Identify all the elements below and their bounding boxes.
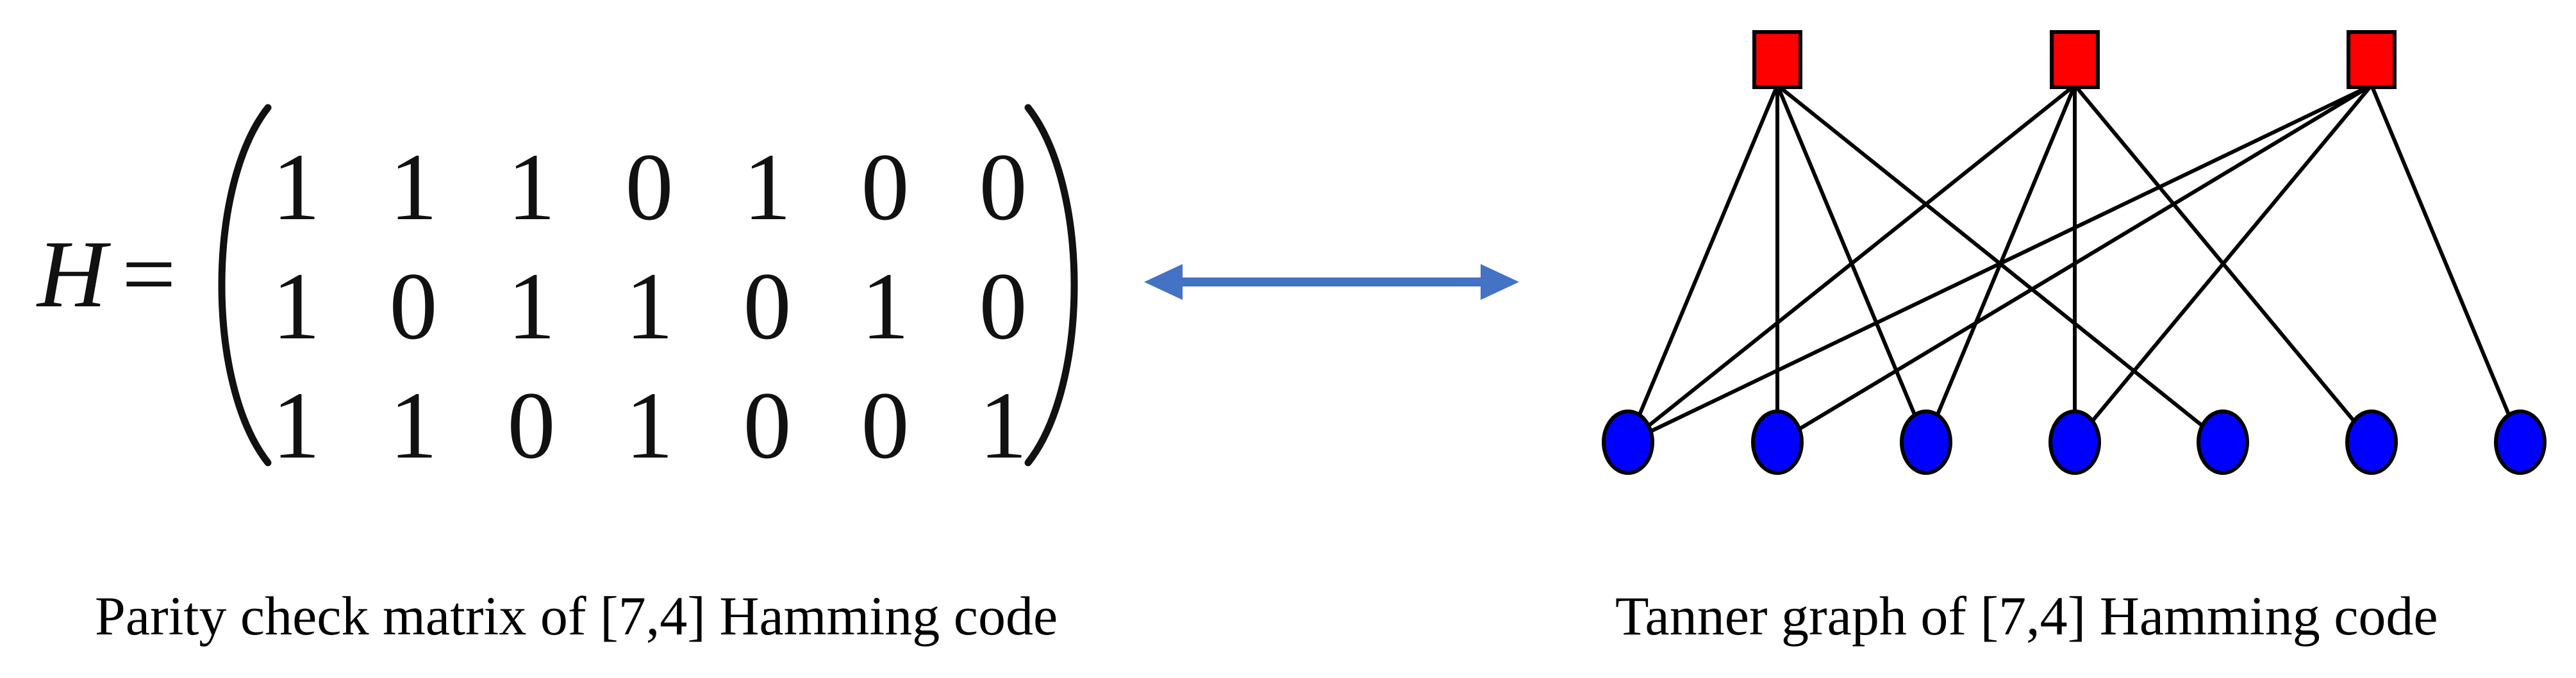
edge-c2-v1 [1627,83,2076,444]
equals-sign: = [122,221,176,327]
matrix-cell-r3-c3: 0 [508,372,556,479]
edge-c3-v2 [1776,83,2373,444]
matrix-cell-r3-c2: 1 [390,372,438,479]
matrix-caption: Parity check matrix of [7,4] Hamming cod… [95,585,1058,647]
matrix-cell-r1-c6: 0 [861,134,910,240]
tanner-caption: Tanner graph of [7,4] Hamming code [1615,585,2438,647]
tanner-edges [1626,83,2522,444]
matrix-cell-r2-c1: 1 [272,253,320,360]
matrix-cell-r2-c2: 0 [390,253,438,360]
edge-c3-v1 [1627,83,2373,444]
matrix-cell-r3-c4: 1 [626,372,674,479]
matrix-cell-r2-c4: 1 [626,253,674,360]
matrix-cell-r2-c5: 0 [744,253,792,360]
arrow-head-right [1481,264,1519,300]
variable-node-1 [1602,409,1654,475]
check-nodes [1752,30,2397,89]
edge-c1-v1 [1626,84,1779,443]
matrix-cell-r2-c7: 0 [979,253,1027,360]
edge-c3-v4 [2073,84,2373,443]
tanner-graph [1602,30,2547,475]
matrix-symbol: H [36,221,112,327]
right-parenthesis [1024,104,1078,467]
variable-node-5 [2197,409,2249,475]
edge-c3-v7 [2370,84,2522,443]
check-node-2 [2050,30,2100,89]
variable-node-7 [2494,409,2547,475]
double-arrow [1144,264,1519,300]
matrix-cell-r1-c2: 1 [390,134,438,240]
matrix-cell-r2-c6: 1 [861,253,910,360]
matrix-cell-r1-c7: 0 [979,134,1027,240]
matrix-cell-r3-c1: 1 [272,372,320,479]
variable-nodes [1602,409,2547,475]
matrix-cell-r3-c5: 0 [744,372,792,479]
matrix-cell-r3-c6: 0 [861,372,910,479]
matrix-cell-r1-c4: 0 [626,134,674,240]
check-node-1 [1752,30,1802,89]
check-node-3 [2347,30,2397,89]
matrix-cell-r3-c7: 1 [979,372,1027,479]
variable-node-4 [2048,409,2101,475]
matrix-cell-r1-c1: 1 [272,134,320,240]
matrix-cell-r1-c3: 1 [508,134,556,240]
matrix-cell-r2-c3: 1 [508,253,556,360]
variable-node-2 [1751,409,1804,475]
arrow-head-left [1144,264,1183,300]
left-parenthesis [218,104,272,467]
variable-node-3 [1900,409,1952,475]
matrix-cell-r1-c5: 1 [744,134,792,240]
variable-node-6 [2345,409,2398,475]
